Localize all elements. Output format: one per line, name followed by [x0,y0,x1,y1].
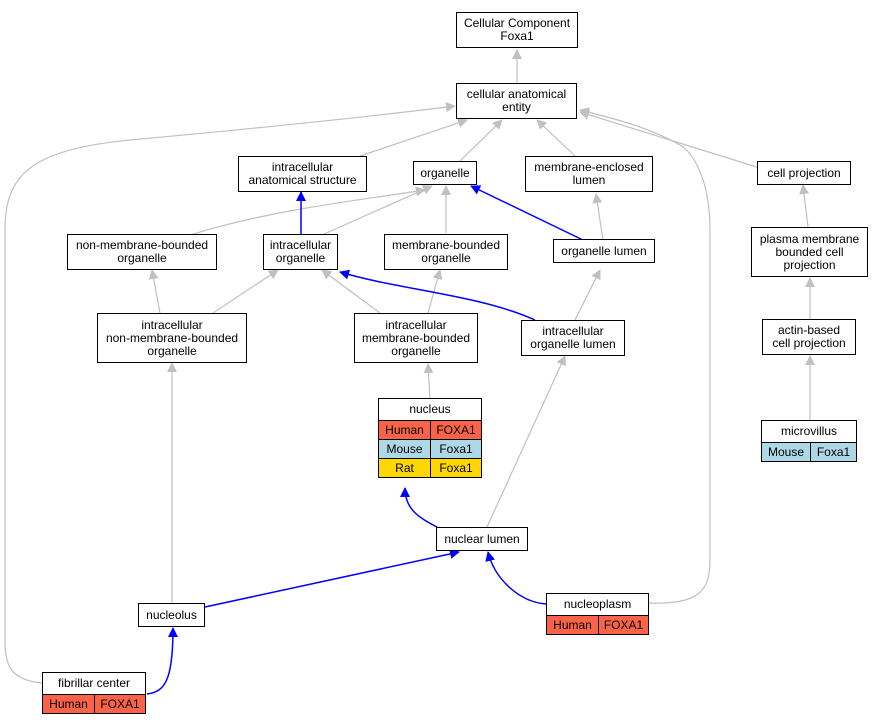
edge-orglumen-to-mel [592,193,604,241]
node-actin-based-cell-projection[interactable]: actin-based cell projection [762,319,856,355]
gene-table-nucleoplasm: Human FOXA1 [546,615,649,635]
gene-cell: Foxa1 [430,458,482,478]
node-organelle[interactable]: organelle [413,161,477,185]
edge-nucleoplasm-to-cae [579,107,711,604]
gene-cell: Foxa1 [810,442,857,462]
edge-nucleolus-partof-nuclearlumen [204,549,460,608]
edge-fibrillar-partof-nucleolus [146,627,178,695]
edge-imbo-to-mbo [427,269,443,314]
edge-io-to-organelle [321,185,433,236]
gene-row: Human FOXA1 [546,615,649,635]
node-nucleus[interactable]: nucleus [378,398,482,420]
node-plasma-membrane-bounded-cell-projection[interactable]: plasma membrane bounded cell projection [751,227,868,277]
node-cellular-component-root[interactable]: Cellular Component Foxa1 [456,12,578,48]
node-membrane-bounded-organelle[interactable]: membrane-bounded organelle [384,234,508,270]
edge-nucleoplasm-partof-nuclearlumen [485,551,547,605]
gene-row: Human FOXA1 [378,420,482,440]
node-organelle-lumen[interactable]: organelle lumen [553,239,655,263]
edge-nuclearlumen-partof-nucleus [400,487,438,528]
node-nucleolus[interactable]: nucleolus [138,603,205,627]
node-microvillus[interactable]: microvillus [761,420,857,442]
edge-iol-partof-io [339,269,536,321]
node-membrane-enclosed-lumen[interactable]: membrane-enclosed lumen [525,156,653,192]
gene-row: Mouse Foxa1 [761,442,857,462]
node-cell-projection[interactable]: cell projection [757,161,851,185]
node-cellular-anatomical-entity[interactable]: cellular anatomical entity [456,83,577,119]
gene-cell: Foxa1 [430,439,482,459]
node-nuclear-lumen[interactable]: nuclear lumen [436,527,528,551]
node-intracellular-membrane-bounded-organelle[interactable]: intracellular membrane-bounded organelle [354,313,478,363]
edge-organelle-to-cae [459,119,503,162]
gene-cell: FOXA1 [430,420,482,440]
edge-nucleus-to-imbo [423,363,434,399]
edge-mel-to-cae [536,119,576,157]
node-fibrillar-center[interactable]: fibrillar center [42,672,146,694]
edge-ias-to-cae [359,118,468,157]
edge-pmbcp-to-cellproj [799,184,810,228]
edge-inmbo-to-io [212,269,279,314]
node-intracellular-non-membrane-bounded-organelle[interactable]: intracellular non-membrane-bounded organ… [97,313,247,363]
edge-nmbo-to-organelle [189,186,426,236]
gene-row: Rat Foxa1 [378,458,482,478]
edge-imbo-to-io [321,269,381,314]
edge-inmbo-to-nmbo [148,269,161,314]
edge-orglumen-partof-organelle [470,185,584,241]
species-cell: Human [42,694,95,714]
node-non-membrane-bounded-organelle[interactable]: non-membrane-bounded organelle [67,234,217,270]
species-cell: Mouse [378,439,431,459]
species-cell: Human [378,420,431,440]
gene-table-nucleus: Human FOXA1 Mouse Foxa1 Rat Foxa1 [378,420,482,478]
node-nucleoplasm[interactable]: nucleoplasm [546,593,649,615]
gene-row: Human FOXA1 [42,694,146,714]
node-intracellular-organelle[interactable]: intracellular organelle [263,234,338,270]
gene-table-fibrillar-center: Human FOXA1 [42,694,146,714]
edge-iol-to-orglumen [574,269,601,321]
species-cell: Human [546,615,599,635]
gene-cell: FOXA1 [94,694,146,714]
gene-row: Mouse Foxa1 [378,439,482,459]
edge-nuclearlumen-to-iol [486,355,566,528]
species-cell: Mouse [761,442,811,462]
species-cell: Rat [378,458,431,478]
gene-table-microvillus: Mouse Foxa1 [761,442,857,462]
gene-cell: FOXA1 [598,615,649,635]
node-intracellular-anatomical-structure[interactable]: intracellular anatomical structure [238,156,367,192]
edge-fibrillar-to-cae [4,102,456,684]
node-intracellular-organelle-lumen[interactable]: intracellular organelle lumen [521,320,625,356]
